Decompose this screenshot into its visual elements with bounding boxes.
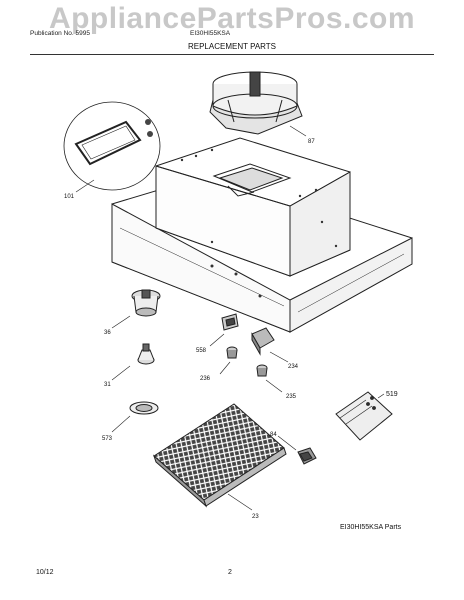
part-235-knob[interactable] bbox=[256, 364, 268, 377]
callout-87: 87 bbox=[308, 139, 315, 145]
part-573-lens[interactable] bbox=[129, 401, 159, 415]
part-558-switch[interactable] bbox=[221, 313, 239, 331]
part-36-lamp-housing[interactable] bbox=[131, 289, 161, 317]
callout-558: 558 bbox=[196, 348, 207, 354]
callout-235: 235 bbox=[286, 394, 297, 400]
part-101-panel[interactable] bbox=[63, 101, 161, 191]
callout-101: 101 bbox=[64, 194, 75, 200]
hood-body bbox=[111, 137, 413, 333]
header-model: EI30HI55KSA bbox=[190, 30, 231, 37]
callout-36: 36 bbox=[104, 330, 111, 336]
callout-84: 84 bbox=[270, 432, 277, 438]
footer-date: 10/12 bbox=[36, 569, 54, 576]
model-caption: EI30HI55KSA Parts bbox=[340, 524, 402, 531]
part-234-control-module[interactable] bbox=[251, 327, 275, 356]
part-87-blower-collar[interactable] bbox=[209, 71, 303, 135]
title-rule bbox=[30, 54, 434, 55]
callout-519: 519 bbox=[386, 391, 398, 398]
callout-573: 573 bbox=[102, 436, 113, 442]
part-23-grease-filter[interactable] bbox=[152, 403, 287, 508]
part-519-manual[interactable] bbox=[335, 391, 393, 441]
page-title: REPLACEMENT PARTS bbox=[187, 42, 277, 51]
callout-23: 23 bbox=[252, 514, 259, 520]
callout-31: 31 bbox=[104, 382, 111, 388]
callout-234: 234 bbox=[288, 364, 299, 370]
part-236-knob[interactable] bbox=[226, 346, 238, 359]
callout-236: 236 bbox=[200, 376, 211, 382]
watermark: AppliancePartsPros.com bbox=[48, 2, 416, 35]
footer-page-number: 2 bbox=[228, 569, 232, 576]
header-publication: Publication No. 5995 bbox=[30, 30, 90, 37]
part-31-bulb[interactable] bbox=[137, 343, 155, 365]
part-84-connector[interactable] bbox=[297, 447, 317, 465]
